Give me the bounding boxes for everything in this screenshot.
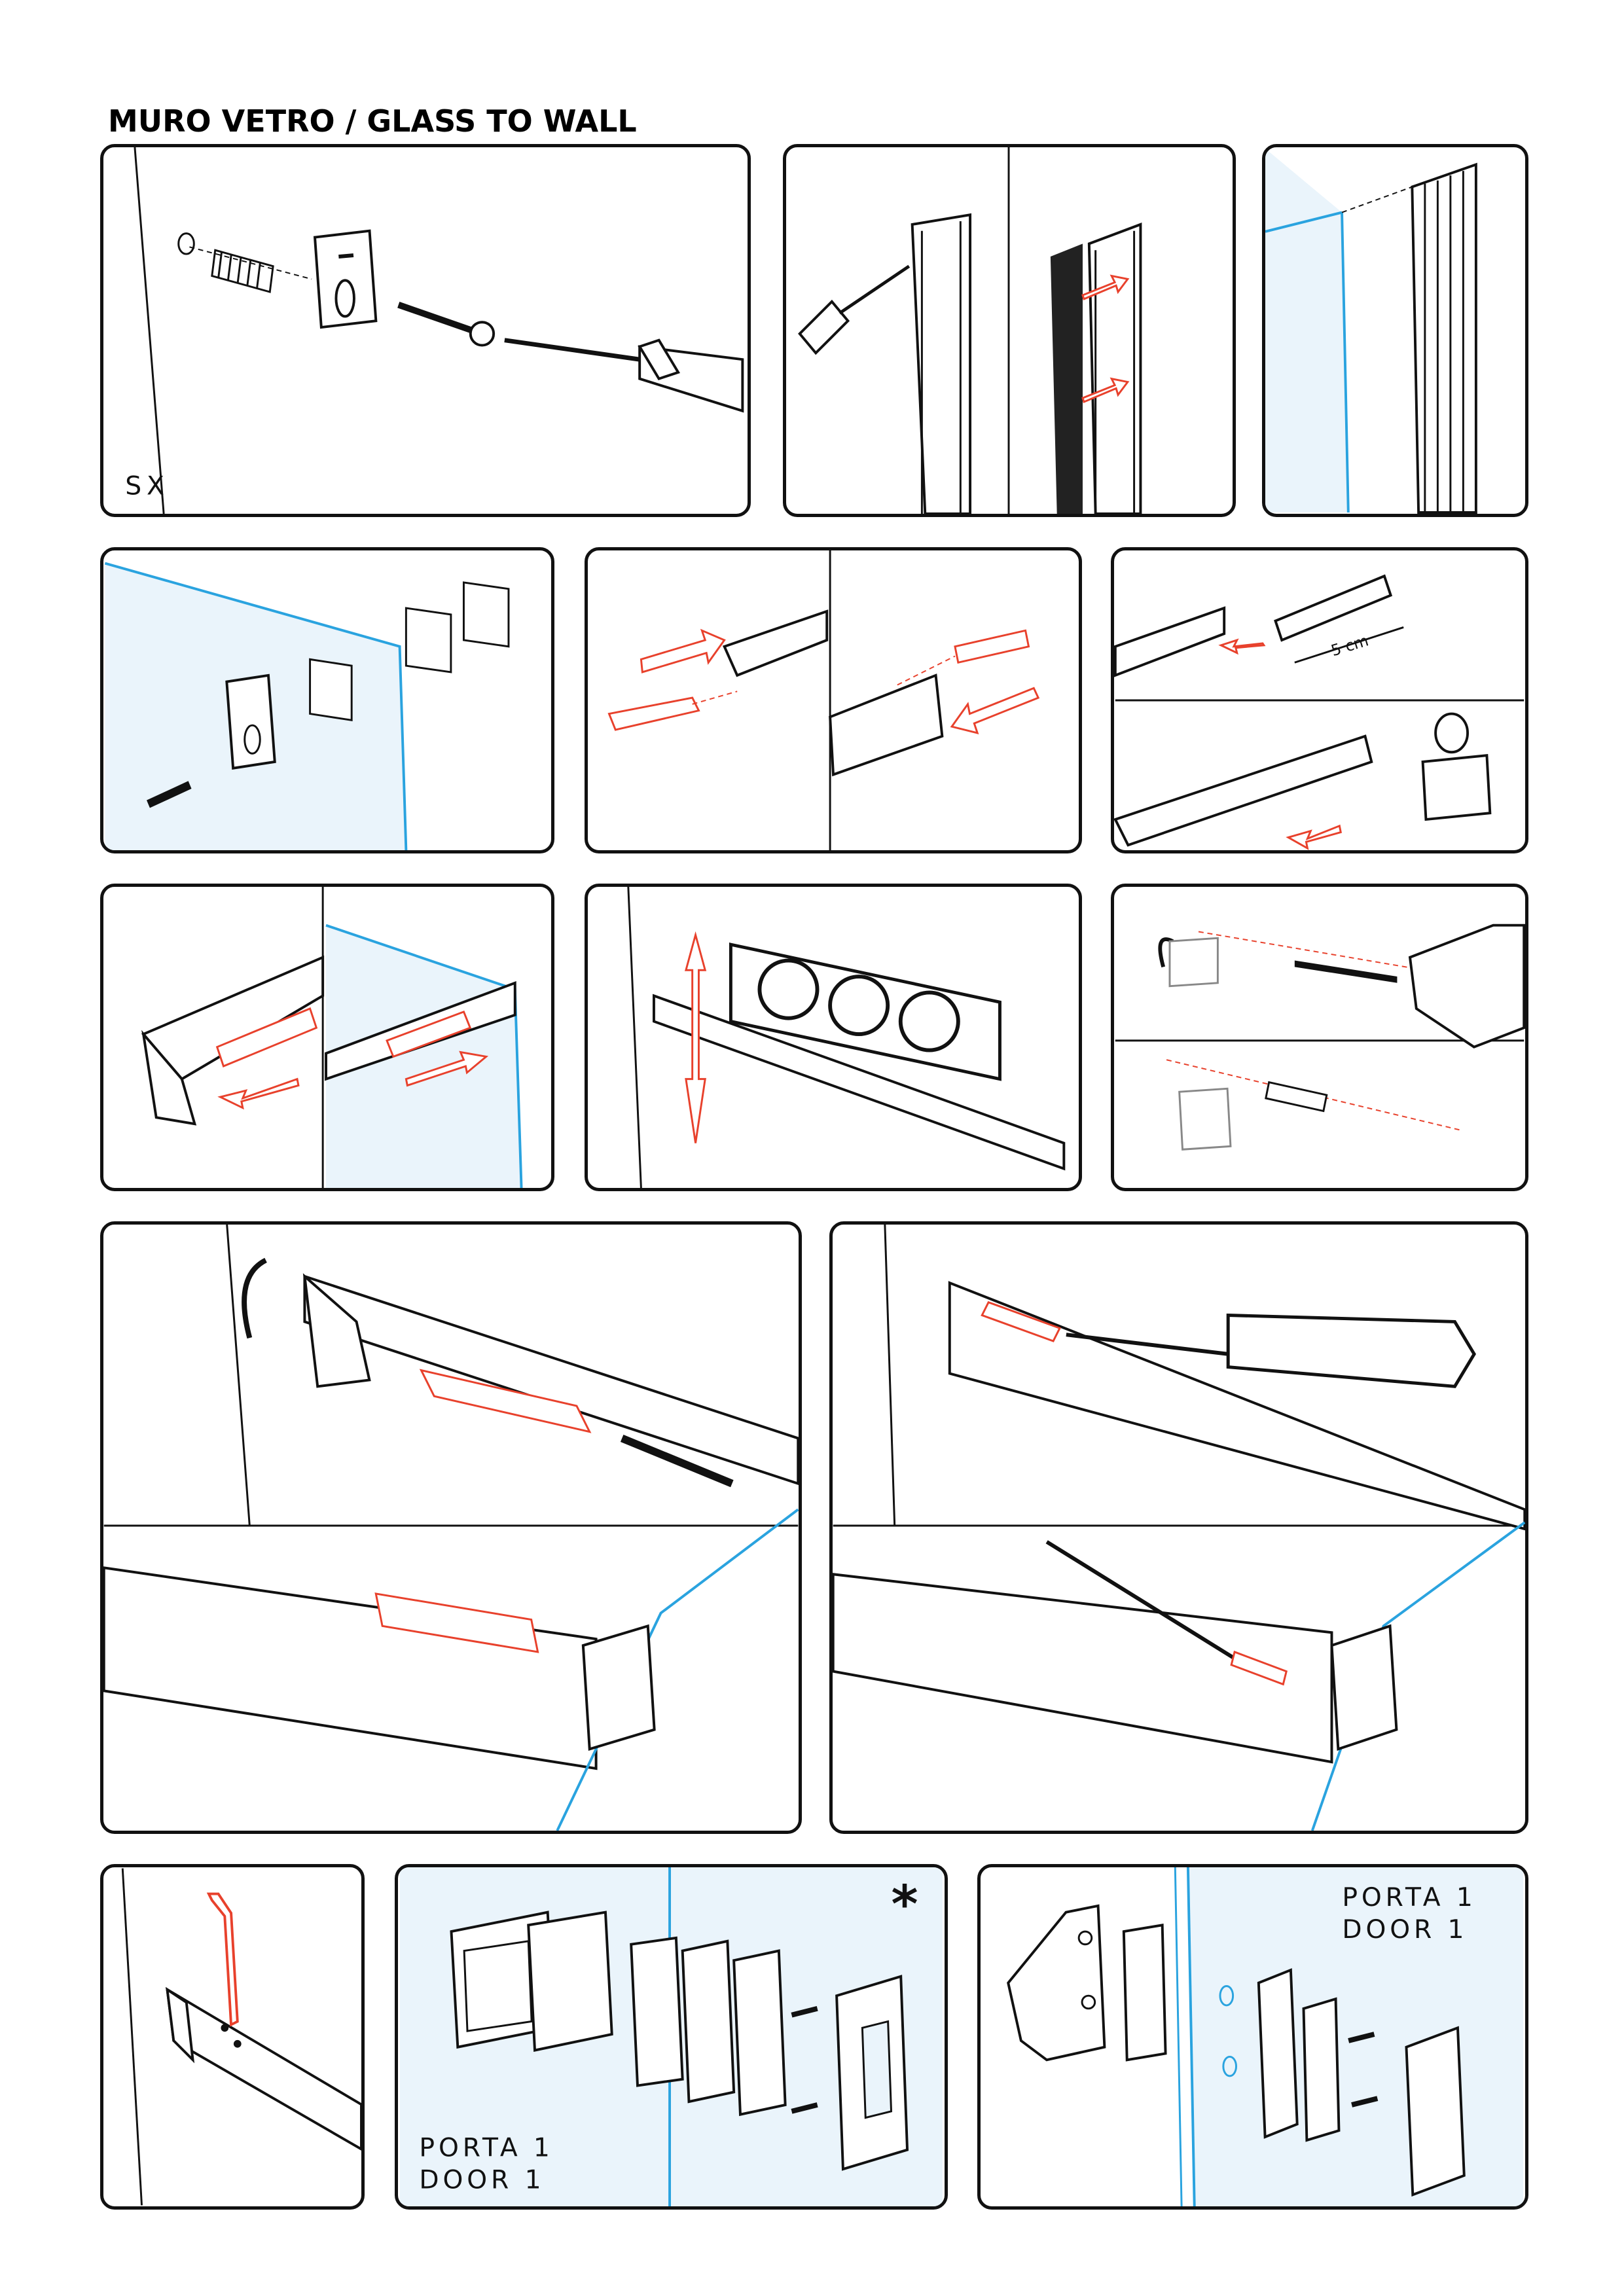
step-12-illustration [121,1868,361,2206]
wall-profile-icon [911,213,972,514]
screw-icon [397,302,496,347]
gasket-icon [630,1936,684,2087]
step-14-door-hinge-panel: PORTA 1 DOOR 1 [977,1864,1528,2210]
step-13-illustration: * PORTA 1 DOOR 1 [400,1867,943,2206]
rail-end-icon [829,673,944,777]
step-1-illustration: SX [125,147,744,514]
step-3-illustration [1265,149,1477,514]
step-2-profile-panel [783,144,1236,517]
page-title: MURO VETRO / GLASS TO WALL [108,103,637,139]
slider-block-red-icon [374,1592,539,1653]
end-cap-icon [1421,712,1492,821]
step-6-illustration: 5 cm [1114,574,1525,850]
rotate-arrow-icon [242,1257,267,1339]
seal-profile-icon [1050,223,1142,514]
step-11-screw-tighten-panel [829,1221,1528,1834]
step-1-wall-bracket-panel: SX [100,144,751,517]
step-6-seal-cut-panel: 5 cm [1111,547,1528,853]
step-8-level-panel [585,884,1082,1191]
cover-plate-icon [1405,2026,1466,2197]
rotate-arrow-icon [1158,937,1174,968]
gasket-pad-icon [1122,1923,1167,2062]
door-label-line2: DOOR 1 [1342,1915,1468,1945]
screwdriver-icon [798,264,911,355]
bracket-icon [225,673,276,770]
screwdriver-icon [504,338,744,413]
screw-icon [147,781,192,808]
rail-profile-icon [166,1986,361,2151]
side-label: SX [125,472,170,501]
step-12-hex-key-panel [100,1864,365,2210]
screw-icon [791,2006,818,2114]
slider-block-red-icon [419,1369,592,1433]
rail-profile-icon [302,1273,799,1486]
seal-strip-icon [1411,162,1477,514]
rail-profile-icon [833,1573,1333,1764]
measure-line: 5 cm [1294,626,1404,664]
rail-profile-icon [141,955,325,1126]
rail-profile-icon [1114,734,1373,847]
hinge-body-icon [450,1910,613,2052]
rail-profile-icon [103,1566,598,1770]
step-10-illustration [103,1225,799,1831]
step-4-illustration [104,562,510,850]
note-mark: * [892,1874,918,1934]
door-label-line1: PORTA 1 [1342,1883,1476,1912]
screw-icon [620,1434,734,1488]
step-9-illustration [1115,924,1525,1151]
end-cap-icon [1330,1624,1398,1751]
hinge-body-icon [1007,1904,1106,2062]
step-8-illustration [627,887,1066,1188]
gasket-pad-icon [309,581,510,722]
spirit-level-icon [729,942,1001,1081]
rail-profile-icon [1114,606,1226,677]
step-7-rail-on-glass-panel [100,884,554,1191]
step-3-glass-seal-panel [1262,144,1528,517]
step-14-illustration: PORTA 1 DOOR 1 [1007,1867,1524,2206]
slider-block-red-icon [607,696,700,731]
screwdriver-icon [1045,1540,1236,1660]
rail-profile-icon [722,609,829,677]
rail-profile-icon [948,1281,1525,1531]
door-label-line1: PORTA 1 [419,2133,553,2162]
step-11-illustration [833,1225,1525,1831]
end-cap-icon [581,1624,656,1751]
step-2-illustration [798,147,1142,514]
slider-block-red-icon [954,629,1030,664]
step-9-drill-panel [1111,884,1528,1191]
step-4-glass-pads-panel [100,547,554,853]
step-5-illustration [607,550,1040,850]
screw-red-icon [981,1300,1062,1342]
wall-bracket-icon [313,229,378,329]
rail-profile-icon [653,994,1066,1171]
seal-strip-icon [1274,574,1393,642]
bracket-icon [1168,937,1219,988]
step-5-slider-insert-panel [585,547,1082,853]
hex-key-icon [206,1892,239,2027]
measure-label: 5 cm [1329,631,1371,660]
screw-icon [1348,2032,1379,2108]
clamp-plate-icon [1257,1968,1341,2142]
door-label-line2: DOOR 1 [419,2166,545,2195]
bracket-icon [1178,1087,1232,1151]
wall-plug-icon [211,249,274,293]
wall-plug-icon [1265,1081,1328,1113]
screwdriver-icon [1066,1313,1477,1388]
drill-icon [1408,924,1525,1049]
slider-block-red-icon [215,1007,318,1068]
slider-block-red-icon [386,1010,472,1058]
step-7-illustration [141,887,523,1188]
cover-plate-icon [835,1975,909,2171]
screw-red-icon [1230,1650,1288,1686]
clamp-plate-icon [681,1939,787,2117]
step-10-rail-mount-panel [100,1221,802,1834]
drill-bit-icon [1294,960,1398,983]
step-13-hinge-exploded-panel: * PORTA 1 DOOR 1 [395,1864,948,2210]
